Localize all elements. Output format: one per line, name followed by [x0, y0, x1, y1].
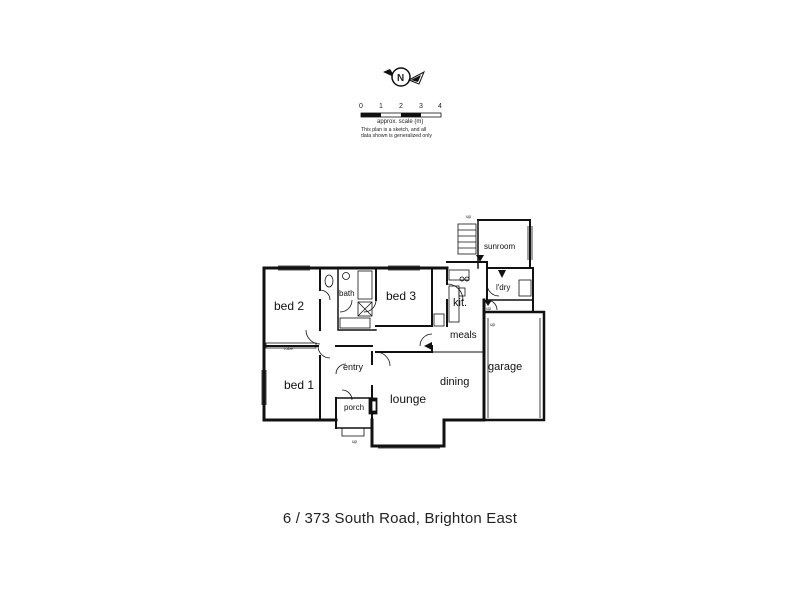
scale-title: approx. scale (m)	[377, 119, 424, 125]
steps-up-label: up	[466, 214, 472, 219]
scale-note-line-2: data shown is generalized only	[361, 133, 432, 139]
robe-label: robe	[284, 346, 294, 351]
room-label-meals: meals	[450, 330, 477, 341]
scale-notes: This plan is a sketch, and all data show…	[361, 127, 451, 139]
room-label-porch: porch	[344, 403, 364, 412]
room-label-bed-3: bed 3	[386, 289, 416, 303]
door-swings	[305, 283, 500, 401]
room-label-bed-2: bed 2	[274, 299, 304, 313]
room-labels: bed 2 bath bed 3 kit. meals bed 1 entry …	[274, 214, 522, 444]
direction-arrows	[424, 255, 506, 350]
porch-up-label: up	[352, 439, 358, 444]
north-arrow-icon: N	[383, 67, 425, 87]
scale-tick-2: 2	[399, 103, 403, 110]
property-address: 6 / 373 South Road, Brighton East	[282, 510, 518, 527]
room-label-entry: entry	[343, 362, 364, 372]
room-label-sunroom: sunroom	[484, 242, 515, 251]
scale-tick-3: 3	[419, 103, 423, 110]
room-label-dining: dining	[440, 376, 469, 388]
garage-up-label: up	[490, 322, 496, 327]
scale-tick-4: 4	[438, 103, 442, 110]
walls	[262, 219, 546, 448]
room-label-bath: bath	[339, 289, 355, 298]
laundry-up-label: up	[486, 306, 492, 311]
room-label-bed-1: bed 1	[284, 378, 314, 392]
scale-tick-0: 0	[359, 103, 363, 110]
room-label-garage: garage	[488, 361, 522, 373]
room-label-laundry: l'dry	[496, 283, 510, 292]
fixtures	[261, 223, 541, 449]
scale-tick-1: 1	[379, 103, 383, 110]
scale-note-line-1: This plan is a sketch, and all	[361, 127, 427, 133]
room-label-lounge: lounge	[390, 392, 426, 406]
compass-letter: N	[397, 73, 404, 84]
room-label-kitchen: kit.	[453, 297, 467, 309]
scale-bar: 0 1 2 3 4	[359, 103, 442, 118]
